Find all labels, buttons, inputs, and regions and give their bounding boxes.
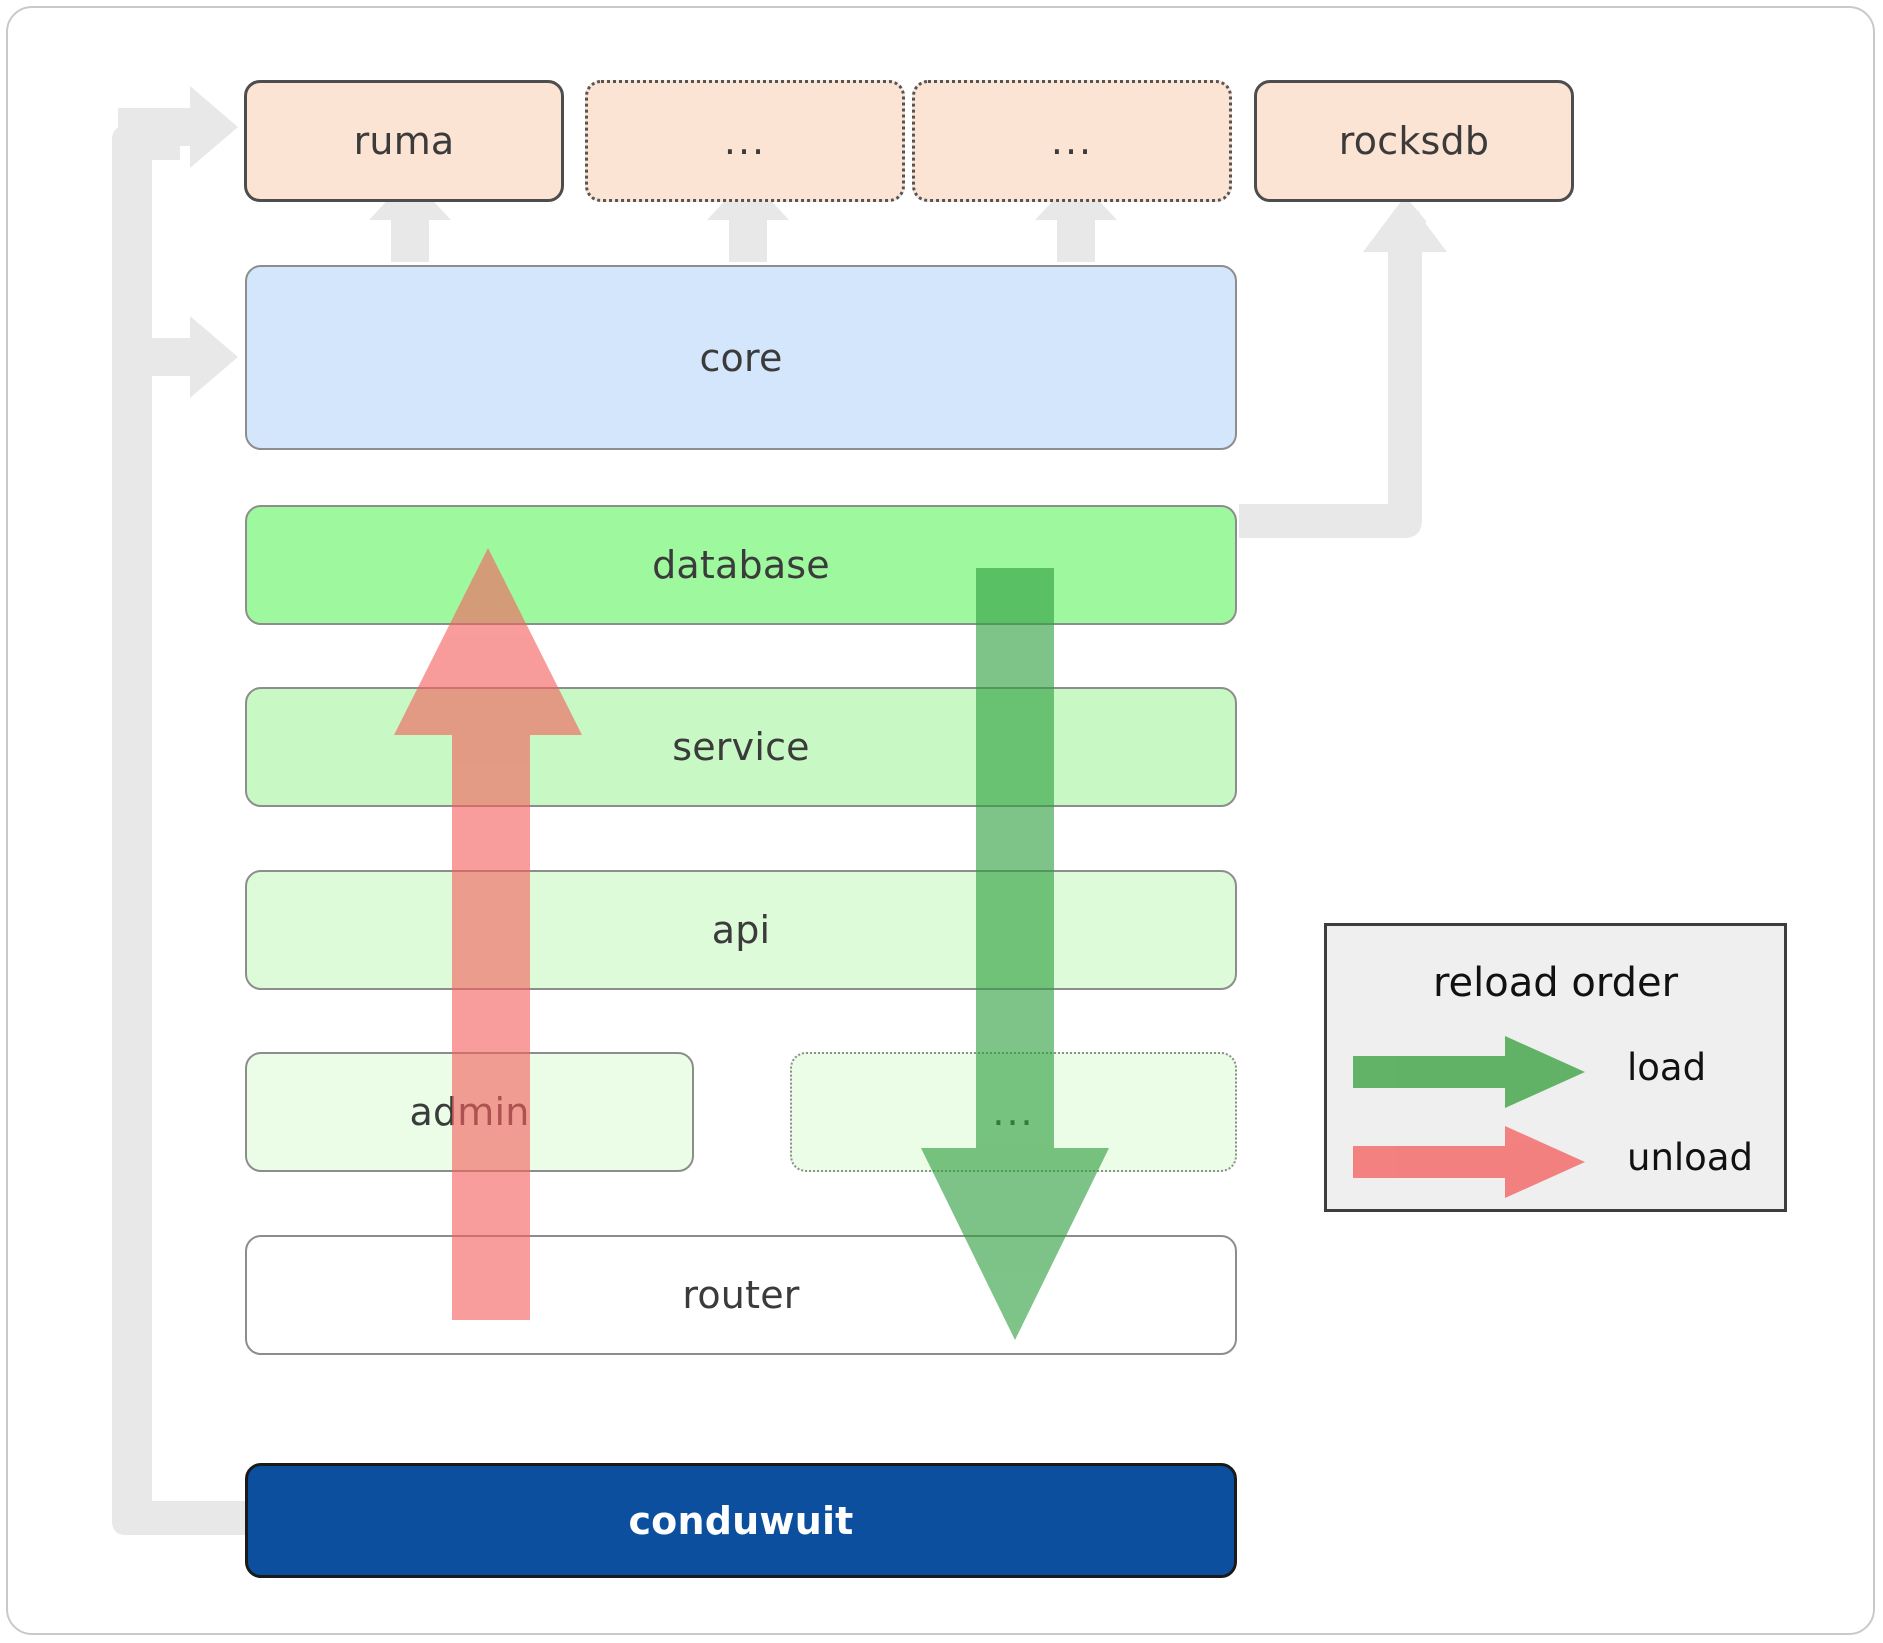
node-api[interactable]: api bbox=[245, 870, 1237, 990]
node-layer-placeholder[interactable]: ... bbox=[790, 1052, 1237, 1172]
legend-row-load: load bbox=[1327, 1030, 1784, 1114]
node-conduwuit[interactable]: conduwuit bbox=[245, 1463, 1237, 1578]
node-ruma-label: ruma bbox=[353, 119, 455, 163]
legend-load-label: load bbox=[1627, 1046, 1707, 1089]
node-admin[interactable]: admin bbox=[245, 1052, 694, 1172]
node-service[interactable]: service bbox=[245, 687, 1237, 807]
node-service-label: service bbox=[672, 725, 810, 769]
legend-title: reload order bbox=[1432, 960, 1679, 1006]
node-rocksdb[interactable]: rocksdb bbox=[1254, 80, 1574, 202]
node-dependency-placeholder-2[interactable]: ... bbox=[912, 80, 1232, 202]
node-api-label: api bbox=[711, 908, 771, 952]
node-router[interactable]: router bbox=[245, 1235, 1237, 1355]
node-database-label: database bbox=[652, 543, 830, 587]
node-database[interactable]: database bbox=[245, 505, 1237, 625]
node-rocksdb-label: rocksdb bbox=[1338, 119, 1490, 163]
node-conduwuit-label: conduwuit bbox=[628, 1498, 854, 1543]
node-core-label: core bbox=[699, 335, 783, 380]
legend-row-unload: unload bbox=[1327, 1120, 1784, 1204]
node-dependency-placeholder-2-label: ... bbox=[1050, 118, 1094, 163]
legend-unload-label: unload bbox=[1627, 1136, 1753, 1179]
node-layer-placeholder-label: ... bbox=[992, 1089, 1035, 1134]
node-dependency-placeholder-1-label: ... bbox=[723, 118, 767, 163]
diagram-frame bbox=[6, 6, 1875, 1635]
legend-unload-arrow-icon bbox=[1353, 1126, 1585, 1198]
node-core[interactable]: core bbox=[245, 265, 1237, 450]
legend-load-arrow-icon bbox=[1353, 1036, 1585, 1108]
node-router-label: router bbox=[682, 1273, 800, 1317]
node-ruma[interactable]: ruma bbox=[244, 80, 564, 202]
node-dependency-placeholder-1[interactable]: ... bbox=[585, 80, 905, 202]
node-admin-label: admin bbox=[409, 1090, 530, 1134]
legend-panel: reload order load unload bbox=[1324, 923, 1787, 1212]
